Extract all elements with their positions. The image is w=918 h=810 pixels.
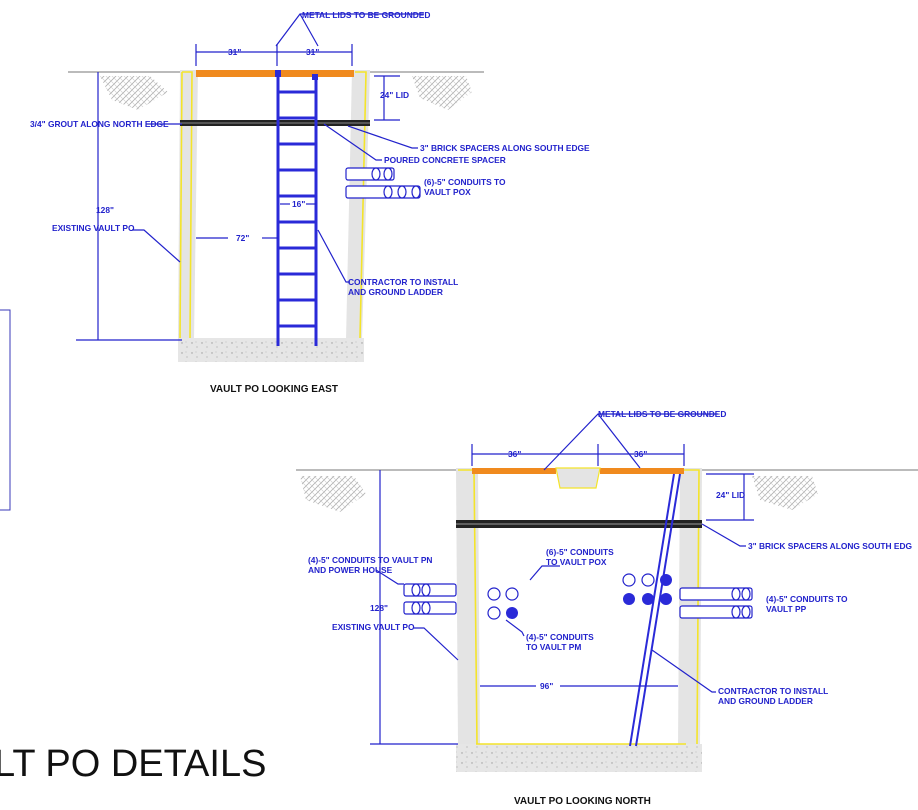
ladder-east — [276, 76, 318, 346]
east-lid-height-dim: 24" LID — [380, 90, 409, 100]
ladder-north — [629, 473, 675, 747]
north-pm-note-1: (4)-5" CONDUITS — [526, 632, 594, 642]
north-pm-note-2: TO VAULT PM — [526, 642, 581, 652]
floor-slab-n — [456, 744, 702, 772]
north-pn-note-1: (4)-5" CONDUITS TO VAULT PN — [308, 555, 432, 565]
east-width-dim: 72" — [236, 233, 249, 243]
north-lid-left-dim: 36" — [508, 449, 521, 459]
east-grout-note: 3/4" GROUT ALONG NORTH EDGE — [30, 119, 169, 129]
north-brick-note: 3" BRICK SPACERS ALONG SOUTH EDG — [748, 541, 912, 551]
vault-east-view: 31" 31" METAL LIDS TO BE GROUNDED 24" LI… — [30, 10, 590, 395]
north-height-dim: 128" — [370, 603, 388, 613]
lid-bar-left-n — [472, 468, 556, 474]
east-existing-note: EXISTING VAULT PO — [52, 223, 135, 233]
north-lid-right-dim: 36" — [634, 449, 647, 459]
soil-hatch-left — [100, 76, 168, 110]
north-caption: VAULT PO LOOKING NORTH — [514, 796, 651, 807]
lid-bar-right-n — [600, 468, 684, 474]
north-pp-note-2: VAULT PP — [766, 604, 807, 614]
east-spacer-note: POURED CONCRETE SPACER — [384, 155, 506, 165]
floor-slab — [178, 338, 364, 362]
north-pn-note-2: AND POWER HOUSE — [308, 565, 393, 575]
east-lid-right-dim: 31" — [306, 47, 319, 57]
soil-hatch-right-n — [752, 476, 818, 510]
north-pox-note-2: TO VAULT POX — [546, 557, 607, 567]
east-ladder-note-2: AND GROUND LADDER — [348, 287, 443, 297]
north-lids-note: METAL LIDS TO BE GROUNDED — [598, 409, 726, 419]
east-conduits-note-1: (6)-5" CONDUITS TO — [424, 177, 506, 187]
soil-hatch-right — [412, 76, 472, 110]
north-pp-note-1: (4)-5" CONDUITS TO — [766, 594, 848, 604]
north-width-dim: 96" — [540, 681, 553, 691]
north-ladder-note-1: CONTRACTOR TO INSTALL — [718, 686, 828, 696]
east-conduits-note-2: VAULT POX — [424, 187, 471, 197]
east-ladder-note-1: CONTRACTOR TO INSTALL — [348, 277, 458, 287]
wall-right — [346, 70, 370, 340]
north-lid-height-dim: 24" LID — [716, 490, 745, 500]
conduits-north — [403, 573, 753, 620]
east-height-dim: 128" — [96, 205, 114, 215]
east-lid-left-dim: 31" — [228, 47, 241, 57]
vault-north-view: 36" 36" METAL LIDS TO BE GROUNDED 24" LI… — [296, 409, 918, 807]
east-caption: VAULT PO LOOKING EAST — [210, 384, 338, 395]
north-ladder-note-2: AND GROUND LADDER — [718, 696, 813, 706]
east-ladder-dim: 16" — [292, 199, 305, 209]
east-lids-note: METAL LIDS TO BE GROUNDED — [302, 10, 430, 20]
east-brick-note: 3" BRICK SPACERS ALONG SOUTH EDGE — [420, 143, 590, 153]
soil-hatch-left-n — [300, 476, 366, 512]
wall-left — [178, 70, 198, 340]
north-pox-note-1: (6)-5" CONDUITS — [546, 547, 614, 557]
conduits-east — [345, 167, 421, 199]
page-title: LT PO DETAILS — [0, 743, 266, 785]
north-existing-note: EXISTING VAULT PO — [332, 622, 415, 632]
title-frame-fragment — [0, 309, 11, 511]
